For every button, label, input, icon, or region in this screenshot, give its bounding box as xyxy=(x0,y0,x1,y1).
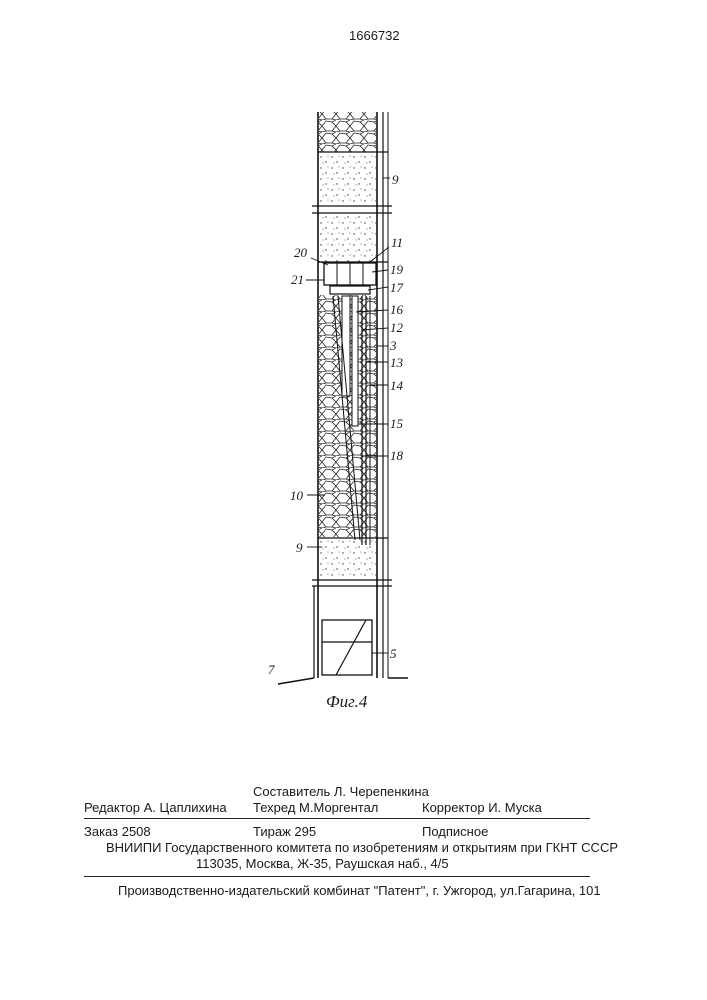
divider-top xyxy=(84,818,590,819)
top-rubble-fill xyxy=(319,112,376,152)
label-9-top: 9 xyxy=(392,172,399,187)
editor-credit: Редактор А. Цаплихина xyxy=(84,800,227,815)
corrector-credit: Корректор И. Муска xyxy=(422,800,542,815)
upper-sand-plug xyxy=(319,153,376,205)
subscription: Подписное xyxy=(422,824,488,839)
label-9-bottom: 9 xyxy=(296,540,303,555)
sand-section xyxy=(319,214,376,262)
lower-sand-plug xyxy=(319,539,376,579)
compiler-credit: Составитель Л. Черепенкина xyxy=(253,784,429,799)
label-13: 13 xyxy=(390,355,404,370)
label-15: 15 xyxy=(390,416,404,431)
label-21: 21 xyxy=(291,272,304,287)
techred-credit: Техред М.Моргентал xyxy=(253,800,378,815)
label-17: 17 xyxy=(390,280,404,295)
label-18: 18 xyxy=(390,448,404,463)
label-16: 16 xyxy=(390,302,404,317)
label-7: 7 xyxy=(268,662,275,677)
label-10: 10 xyxy=(290,488,304,503)
technical-drawing: 9 20 11 21 19 17 16 12 3 13 14 15 18 10 … xyxy=(0,0,707,720)
figure-caption: Фиг.4 xyxy=(326,692,368,711)
label-3: 3 xyxy=(389,338,397,353)
label-19: 19 xyxy=(390,262,404,277)
label-5: 5 xyxy=(390,646,397,661)
label-20: 20 xyxy=(294,245,308,260)
publisher-line: Производственно-издательский комбинат "П… xyxy=(118,883,601,898)
label-11: 11 xyxy=(391,235,403,250)
cribbing-support xyxy=(322,620,372,675)
divider-bottom xyxy=(84,876,590,877)
label-12: 12 xyxy=(390,320,404,335)
ground-line xyxy=(278,678,314,684)
institute-line-1: ВНИИПИ Государственного комитета по изоб… xyxy=(106,840,618,855)
label-14: 14 xyxy=(390,378,404,393)
order-number: Заказ 2508 xyxy=(84,824,151,839)
institute-line-2: 113035, Москва, Ж-35, Раушская наб., 4/5 xyxy=(196,856,449,871)
circulation: Тираж 295 xyxy=(253,824,316,839)
